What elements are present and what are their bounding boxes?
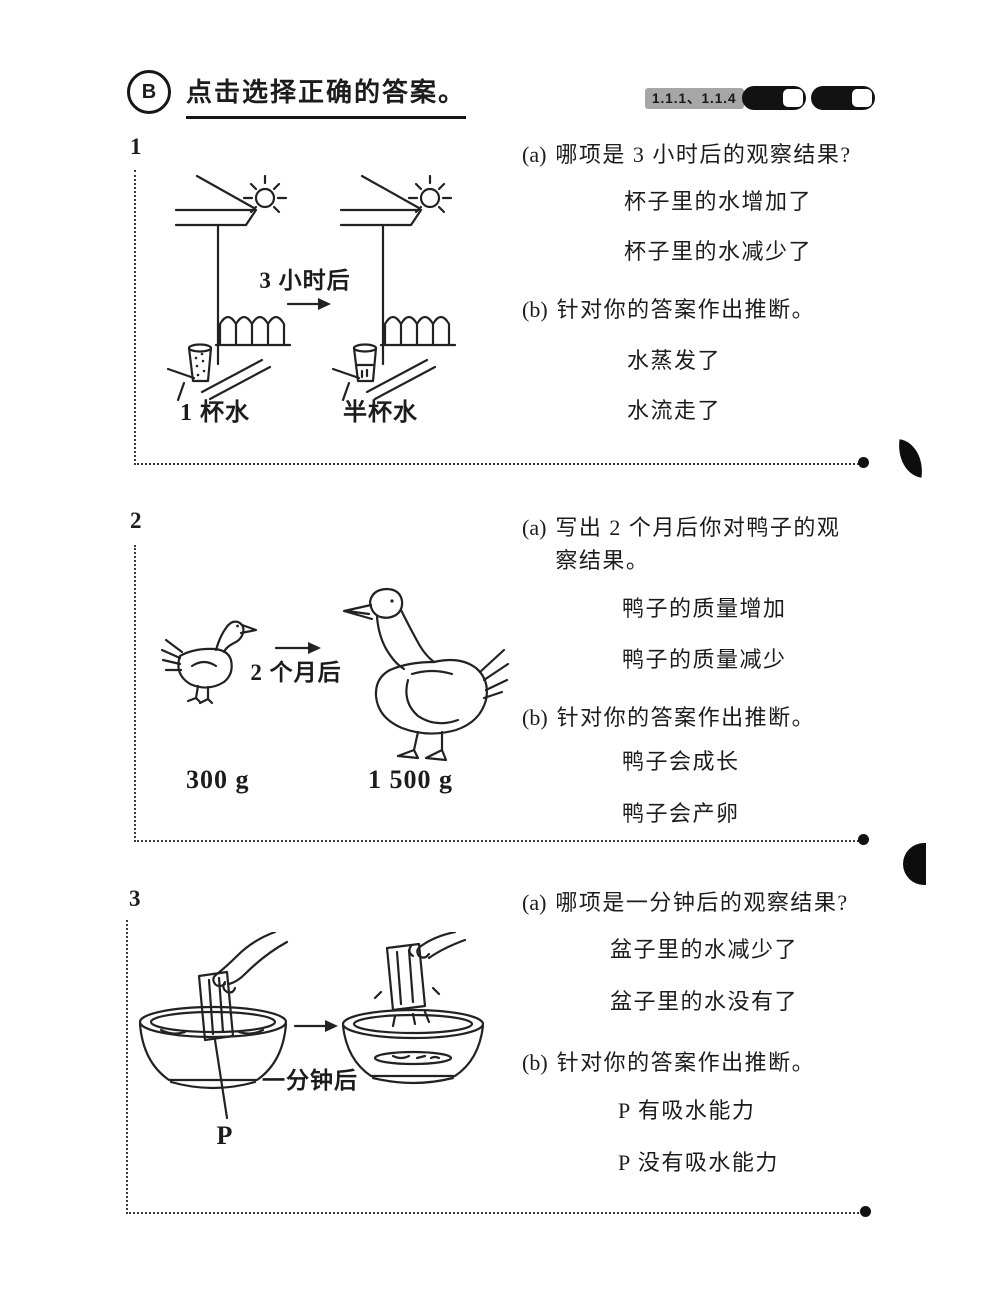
ground-icon xyxy=(331,358,437,402)
prompt-text: 哪项是一分钟后的观察结果? xyxy=(555,890,849,915)
page-title: 点击选择正确的答案。 xyxy=(186,72,467,119)
q1b-option-1[interactable]: 水蒸发了 xyxy=(627,348,722,373)
q2a-prompt: (a) 写出 2 个月后你对鸭子的观察结果。 xyxy=(522,511,857,577)
q1b-prompt: (b) 针对你的答案作出推断。 xyxy=(522,293,815,326)
prompt-text: 针对你的答案作出推断。 xyxy=(556,297,816,322)
eave-icon xyxy=(339,174,423,227)
fence-icon xyxy=(379,315,457,347)
prompt-text: 写出 2 个月后你对鸭子的观察结果。 xyxy=(555,515,841,573)
q2b-option-2[interactable]: 鸭子会产卵 xyxy=(622,801,740,826)
ground-icon xyxy=(166,358,272,402)
label-leader-line xyxy=(213,1038,229,1120)
before-label: 1 杯水 xyxy=(180,398,250,426)
half-cup-icon xyxy=(352,343,378,383)
scan-artifact xyxy=(894,439,927,478)
scan-artifact xyxy=(903,843,926,885)
q3a-prompt: (a) 哪项是一分钟后的观察结果? xyxy=(522,886,849,919)
transition-label: 3 小时后 xyxy=(259,268,350,293)
hand-icon xyxy=(408,932,467,960)
prompt-text: 哪项是 3 小时后的观察结果? xyxy=(555,142,852,167)
basin-after-icon xyxy=(341,942,485,1085)
toggle-knob-icon xyxy=(852,89,872,107)
before-label: 300 g xyxy=(186,765,250,794)
transition-label: 2 个月后 xyxy=(250,660,341,685)
duckling-icon xyxy=(160,620,258,705)
q3a-option-2[interactable]: 盆子里的水没有了 xyxy=(610,989,799,1014)
part-label: (a) xyxy=(522,142,547,167)
q1a-prompt: (a) 哪项是 3 小时后的观察结果? xyxy=(522,138,852,171)
arrow-right-icon xyxy=(286,298,331,310)
part-label: (b) xyxy=(522,1050,548,1075)
q2a-option-2[interactable]: 鸭子的质量减少 xyxy=(622,647,787,672)
sun-icon xyxy=(242,174,288,214)
question-3-box xyxy=(126,920,866,1214)
q2a-option-1[interactable]: 鸭子的质量增加 xyxy=(622,596,787,621)
object-label: P xyxy=(217,1121,234,1150)
hand-icon xyxy=(212,932,289,994)
question-2-illustration: 2 个月后 300 g 1 500 g xyxy=(160,587,510,794)
duck-icon xyxy=(342,587,510,762)
question-2-box xyxy=(134,545,866,842)
part-label: (b) xyxy=(522,297,548,322)
part-label: (a) xyxy=(522,890,547,915)
after-label: 1 500 g xyxy=(368,765,453,794)
box-end-dot xyxy=(858,834,869,845)
q2b-prompt: (b) 针对你的答案作出推断。 xyxy=(522,701,815,734)
q1a-option-1[interactable]: 杯子里的水增加了 xyxy=(624,189,813,214)
prompt-text: 针对你的答案作出推断。 xyxy=(556,1050,816,1075)
sun-icon xyxy=(407,174,453,214)
q1b-option-2[interactable]: 水流走了 xyxy=(627,398,722,423)
part-label: (a) xyxy=(522,515,547,540)
question-1-box xyxy=(134,170,866,465)
q3a-option-1[interactable]: 盆子里的水减少了 xyxy=(610,937,799,962)
q3b-option-1[interactable]: P 有吸水能力 xyxy=(618,1098,756,1123)
question-1-number: 1 xyxy=(130,134,142,159)
part-label: (b) xyxy=(522,705,548,730)
question-2-number: 2 xyxy=(130,508,142,533)
arrow-right-icon xyxy=(293,1020,338,1032)
question-1-illustration: 3 小时后 1 杯水 半杯水 xyxy=(166,174,457,426)
standards-badge: 1.1.1、1.1.4 xyxy=(645,88,744,109)
toggle-badge-1 xyxy=(742,86,806,110)
q3b-option-2[interactable]: P 没有吸水能力 xyxy=(618,1150,779,1175)
eave-icon xyxy=(174,174,258,227)
q3b-prompt: (b) 针对你的答案作出推断。 xyxy=(522,1046,815,1079)
fence-icon xyxy=(214,315,292,347)
q1a-option-2[interactable]: 杯子里的水减少了 xyxy=(624,239,813,264)
section-badge: B xyxy=(127,70,171,114)
after-label: 半杯水 xyxy=(343,398,418,426)
full-cup-icon xyxy=(187,343,213,383)
arrow-right-icon xyxy=(274,642,321,654)
transition-label: 一分钟后 xyxy=(262,1068,358,1093)
box-end-dot xyxy=(858,457,869,468)
toggle-badge-2 xyxy=(811,86,875,110)
prompt-text: 针对你的答案作出推断。 xyxy=(556,705,816,730)
question-3-number: 3 xyxy=(129,886,141,911)
box-end-dot xyxy=(860,1206,871,1217)
q2b-option-1[interactable]: 鸭子会成长 xyxy=(622,749,740,774)
toggle-knob-icon xyxy=(783,89,803,107)
question-3-illustration: P 一分钟后 xyxy=(138,932,485,1150)
